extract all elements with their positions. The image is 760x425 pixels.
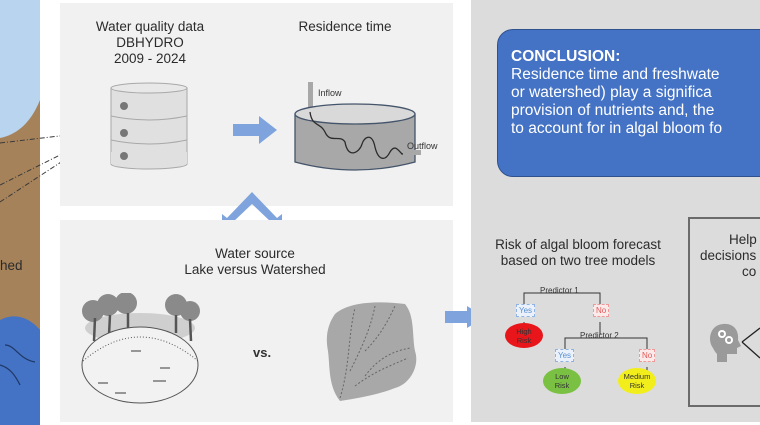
leaf-text: Risk xyxy=(516,335,532,345)
title-line: 2009 - 2024 xyxy=(113,51,187,66)
predictor-2-label: Predictor 2 xyxy=(580,331,619,340)
help-line: Help xyxy=(729,232,757,247)
residence-time-title: Residence time xyxy=(298,19,392,34)
conclusion-line: or watershed) play a significa xyxy=(511,84,712,101)
conclusion-line: Residence time and freshwate xyxy=(511,66,720,83)
watershed-cross-section-icon xyxy=(0,0,40,425)
water-quality-title: Water quality data DBHYDRO 2009 - 2024 xyxy=(80,19,220,67)
no-branch-1: No xyxy=(593,304,610,317)
leaf-text: Low xyxy=(555,372,569,381)
leaf-text: Risk xyxy=(554,381,570,390)
versus-label: vs. xyxy=(253,345,272,360)
title-line: DBHYDRO xyxy=(116,35,184,50)
title-line: Risk of algal bloom forecast xyxy=(495,237,661,252)
arrow-right-icon xyxy=(233,116,277,144)
watershed-illustration-strip: hed xyxy=(0,0,40,425)
watershed-map-icon xyxy=(326,302,417,401)
outflow-label: Outflow xyxy=(407,141,438,151)
conclusion-line: to account for in algal bloom fo xyxy=(511,120,723,137)
yes-branch-1: Yes xyxy=(516,304,536,317)
help-line: co xyxy=(742,264,757,279)
title-line: Water quality data xyxy=(95,19,205,34)
database-icon xyxy=(110,82,188,170)
title-line: based on two tree models xyxy=(500,253,656,268)
water-source-title: Water source Lake versus Watershed xyxy=(165,246,345,278)
title-line: Lake versus Watershed xyxy=(184,262,326,277)
leaf-text: High xyxy=(516,326,532,336)
reservoir-icon xyxy=(294,82,421,171)
watershed-label-fragment: hed xyxy=(0,258,23,273)
head-gears-icon xyxy=(710,323,760,362)
conclusion-line: provision of nutrients and, the xyxy=(511,102,715,119)
help-line: decisions xyxy=(700,248,757,263)
title-line: Water source xyxy=(215,246,295,261)
predictor-1-label: Predictor 1 xyxy=(540,286,579,295)
decision-support-box xyxy=(688,217,760,407)
yes-branch-2: Yes xyxy=(555,349,575,362)
inflow-label: Inflow xyxy=(318,88,342,98)
no-branch-2: No xyxy=(639,349,656,362)
forecast-title: Risk of algal bloom forecast based on tw… xyxy=(478,237,678,269)
leaf-text: Risk xyxy=(629,381,645,390)
lake-icon xyxy=(81,293,200,404)
leaf-text: Medium xyxy=(623,372,651,381)
conclusion-box: CONCLUSION: Residence time and freshwate… xyxy=(497,29,760,177)
conclusion-heading: CONCLUSION: xyxy=(511,48,621,65)
